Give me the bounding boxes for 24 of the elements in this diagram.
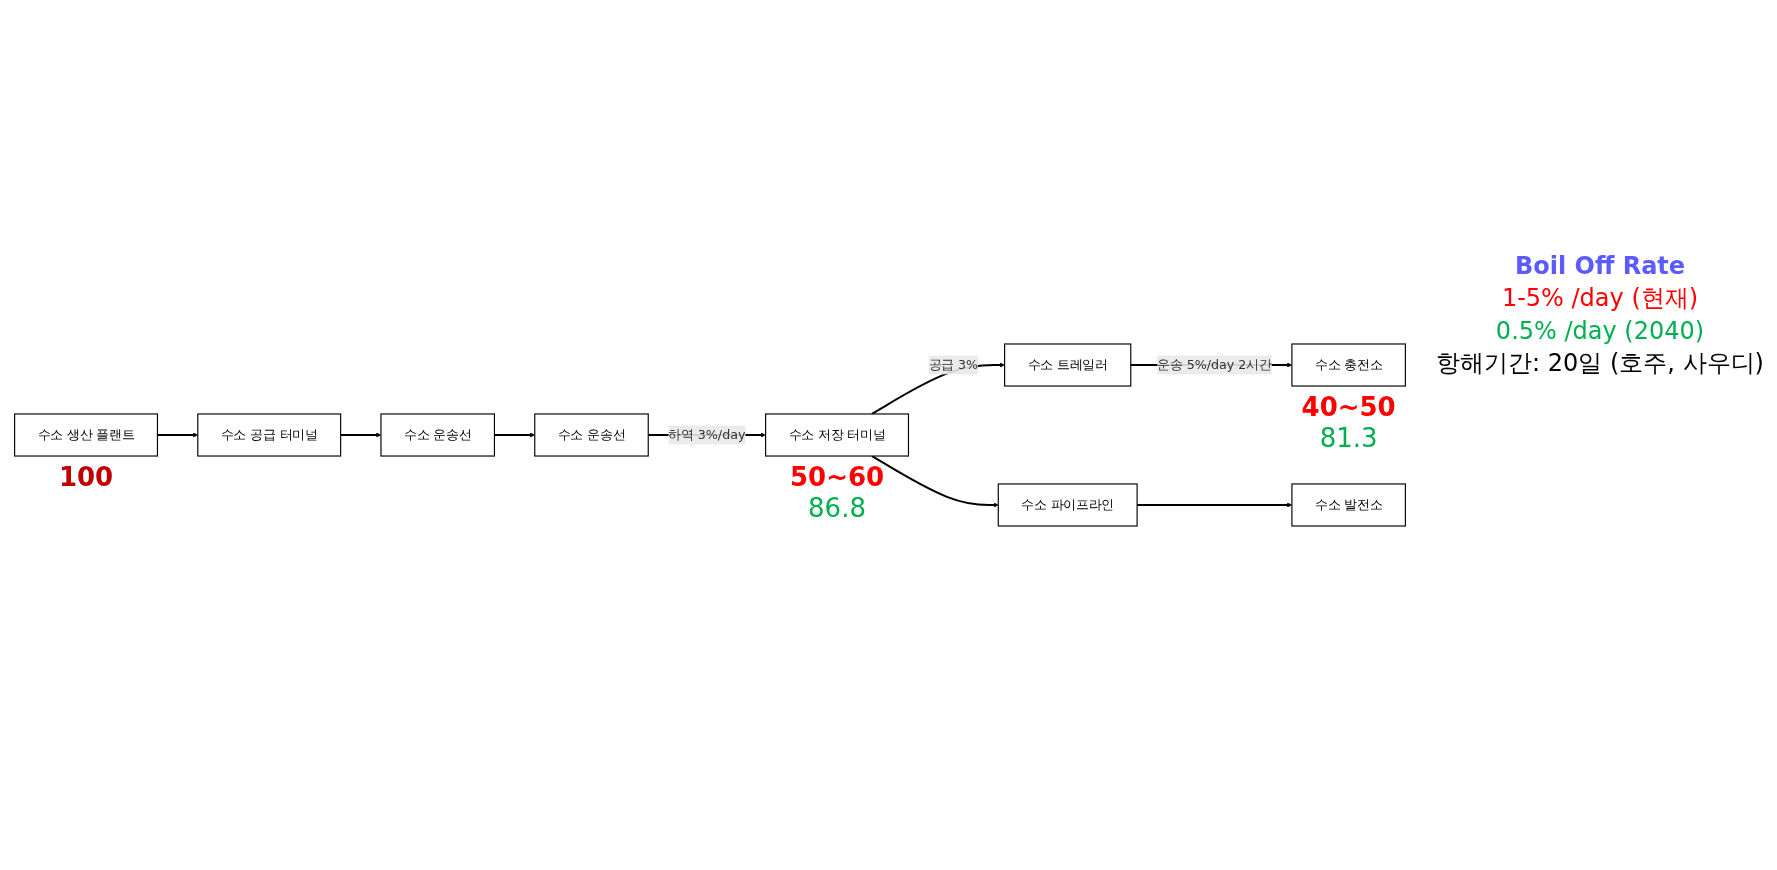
node-box <box>1291 483 1406 527</box>
edge-label: 운송 5%/day 2시간 <box>1157 357 1272 373</box>
value-text: 40~50 <box>1301 392 1396 424</box>
node-box <box>765 413 910 457</box>
node-box <box>997 483 1138 527</box>
value-text: 86.8 <box>807 493 867 525</box>
edge-label: 하역 3%/day <box>668 427 746 443</box>
node-box <box>197 413 342 457</box>
node-box <box>534 413 649 457</box>
node-box <box>14 413 159 457</box>
node-box <box>380 413 495 457</box>
node-box <box>1291 343 1406 387</box>
arrow <box>494 432 535 438</box>
note-text: Boil Off Rate <box>1513 251 1687 282</box>
value-text: 50~60 <box>789 462 885 494</box>
node-box <box>1004 343 1132 387</box>
arrow <box>871 455 999 508</box>
note-text: 항해기간: 20일 (호주, 사우디) <box>1435 348 1765 380</box>
edge-label: 공급 3% <box>928 357 979 373</box>
value-text: 81.3 <box>1318 423 1379 455</box>
arrow <box>157 432 198 438</box>
value-text: 100 <box>58 462 114 494</box>
note-text: 1-5% /day (현재) <box>1500 283 1700 315</box>
note-text: 0.5% /day (2040) <box>1494 315 1706 347</box>
